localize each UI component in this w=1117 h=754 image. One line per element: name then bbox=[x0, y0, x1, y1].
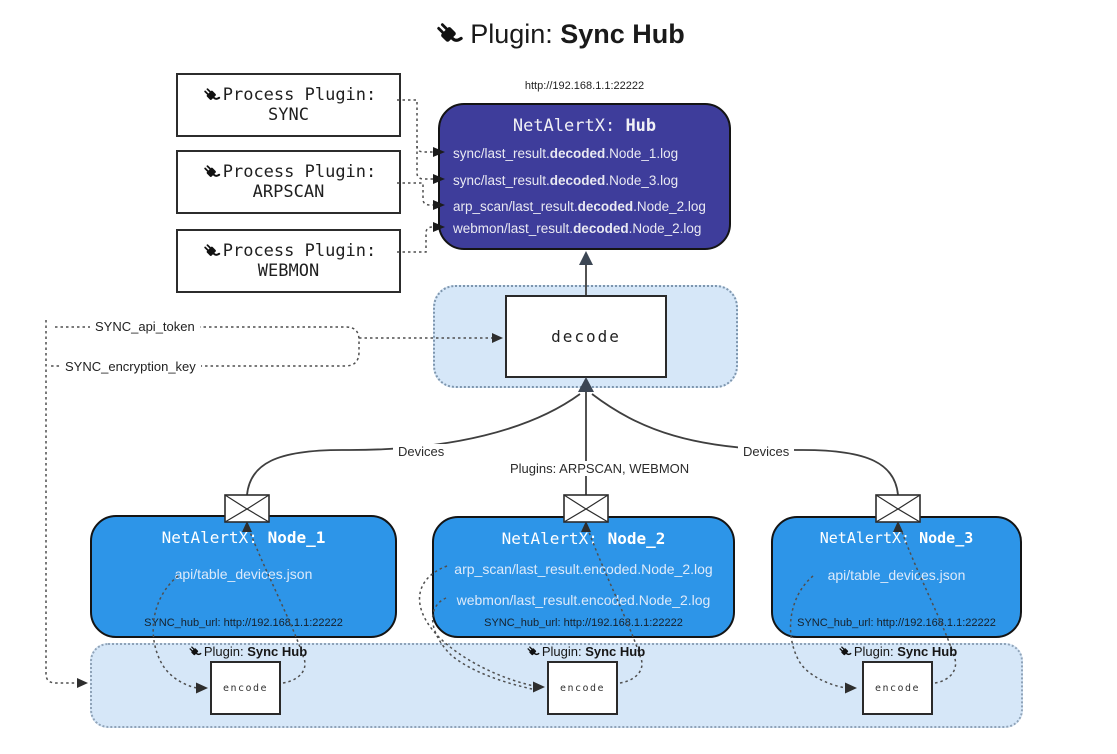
encode-section-label: Plugin: Sync Hub bbox=[822, 644, 972, 659]
node-hub-url: SYNC_hub_url: http://192.168.1.1:22222 bbox=[144, 617, 343, 629]
encode-box: encode bbox=[547, 661, 618, 715]
node-hub-url: SYNC_hub_url: http://192.168.1.1:22222 bbox=[484, 617, 683, 629]
plug-icon bbox=[432, 18, 464, 50]
page-title-bold: Sync Hub bbox=[560, 19, 685, 49]
process-plugin-box-arpscan: Process Plugin: ARPSCAN bbox=[176, 150, 401, 214]
encode-box: encode bbox=[862, 661, 933, 715]
process-plugin-box-webmon: Process Plugin: WEBMON bbox=[176, 229, 401, 293]
node-title: NetAlertX: Node_3 bbox=[819, 529, 974, 547]
node-file: arp_scan/last_result.encoded.Node_2.log bbox=[454, 561, 713, 577]
hub-title: NetAlertX: Hub bbox=[440, 116, 729, 136]
encode-section-label: Plugin: Sync Hub bbox=[172, 644, 322, 659]
process-plugin-box-sync: Process Plugin: SYNC bbox=[176, 73, 401, 137]
sync-encryption-key-label: SYNC_encryption_key bbox=[60, 359, 201, 374]
node-title: NetAlertX: Node_1 bbox=[161, 528, 326, 547]
encode-section-label: Plugin: Sync Hub bbox=[510, 644, 660, 659]
node-2-box: NetAlertX: Node_2 arp_scan/last_result.e… bbox=[432, 516, 735, 638]
node-hub-url: SYNC_hub_url: http://192.168.1.1:22222 bbox=[797, 617, 996, 629]
process-plugin-label: Process Plugin: bbox=[222, 85, 377, 105]
plug-icon bbox=[201, 85, 221, 105]
hub-log-line: arp_scan/last_result.decoded.Node_2.log bbox=[453, 199, 706, 214]
devices-left-label: Devices bbox=[393, 444, 450, 459]
node-file: api/table_devices.json bbox=[827, 567, 966, 583]
plug-icon bbox=[201, 162, 221, 182]
node-3-box: NetAlertX: Node_3 api/table_devices.json… bbox=[771, 516, 1022, 638]
page-title-prefix: Plugin: bbox=[470, 19, 561, 49]
process-plugin-label: Process Plugin: bbox=[222, 162, 377, 182]
hub-log-line: webmon/last_result.decoded.Node_2.log bbox=[453, 221, 702, 236]
hub-title-prefix: NetAlertX: bbox=[512, 116, 626, 136]
node-1-box: NetAlertX: Node_1 api/table_devices.json… bbox=[90, 515, 397, 638]
hub-url-label: http://192.168.1.1:22222 bbox=[524, 80, 645, 92]
page-title: Plugin: Sync Hub bbox=[0, 18, 1117, 50]
plug-icon bbox=[525, 644, 540, 659]
process-plugin-name: ARPSCAN bbox=[252, 182, 325, 202]
node-title: NetAlertX: Node_2 bbox=[501, 529, 666, 548]
hub-log-line: sync/last_result.decoded.Node_1.log bbox=[453, 146, 679, 161]
node-file: api/table_devices.json bbox=[174, 566, 313, 582]
encode-box: encode bbox=[210, 661, 281, 715]
decode-box: decode bbox=[505, 295, 667, 378]
node-file: webmon/last_result.encoded.Node_2.log bbox=[456, 592, 711, 608]
plugins-middle-label: Plugins: ARPSCAN, WEBMON bbox=[505, 461, 695, 476]
hub-box: NetAlertX: Hub sync/last_result.decoded.… bbox=[438, 103, 731, 250]
process-plugin-name: WEBMON bbox=[257, 261, 320, 281]
devices-right-label: Devices bbox=[738, 444, 795, 459]
hub-title-bold: Hub bbox=[625, 116, 657, 136]
sync-api-token-label: SYNC_api_token bbox=[90, 319, 200, 334]
process-plugin-name: SYNC bbox=[268, 105, 309, 125]
process-plugin-label: Process Plugin: bbox=[222, 241, 377, 261]
plug-icon bbox=[201, 241, 221, 261]
plug-icon bbox=[187, 644, 202, 659]
hub-log-line: sync/last_result.decoded.Node_3.log bbox=[453, 173, 679, 188]
plug-icon bbox=[837, 644, 852, 659]
